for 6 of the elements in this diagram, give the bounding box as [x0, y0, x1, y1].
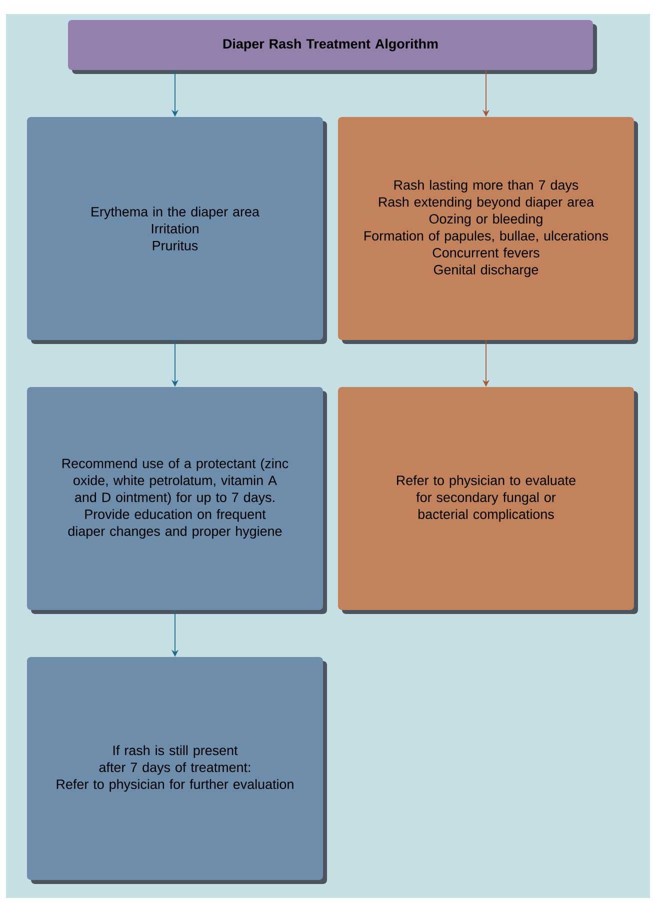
title-box: Diaper Rash Treatment Algorithm — [68, 20, 597, 74]
symptom-box: Erythema in the diaper area Irritation Pruritus — [27, 117, 327, 344]
warning-box: Rash lasting more than 7 days Rash extending beyond diaper area Oozing or bleeding Formation of papules, bullae, ulcerations Concurrent fevers Genital discharge — [338, 117, 638, 344]
treatment-box: Recommend use of a protectant (zinc oxide, white petrolatum, vitamin A and D ointment) for up to 7 days. Provide education on frequent diaper changes and proper hygiene — [27, 387, 327, 614]
referral-box: Refer to physician to evaluate for secondary fungal or bacterial complications — [338, 387, 638, 614]
follow-up-box: If rash is still present after 7 days of treatment: Refer to physician for further evaluation — [27, 657, 327, 884]
